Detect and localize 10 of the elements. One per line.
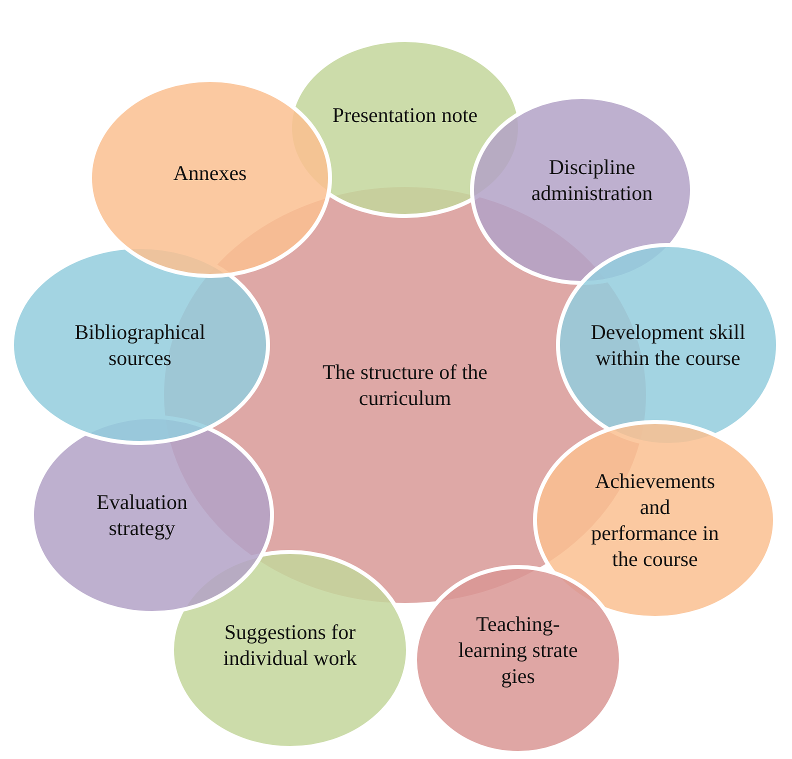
topic-label: Bibliographical sources [74,319,206,371]
topic-label: Annexes [172,160,248,186]
topic-label: Presentation note [331,102,479,128]
central-title: The structure of the curriculum [321,359,489,411]
topic-label: Evaluation strategy [96,489,188,541]
topic-label: Development skill within the course [590,319,746,371]
topic-label: Teaching- learning strate gies [457,611,579,689]
topic-label: Achievements and performance in the course [590,468,720,572]
topic-label: Discipline administration [530,154,654,206]
topic-label: Suggestions for individual work [222,619,358,671]
